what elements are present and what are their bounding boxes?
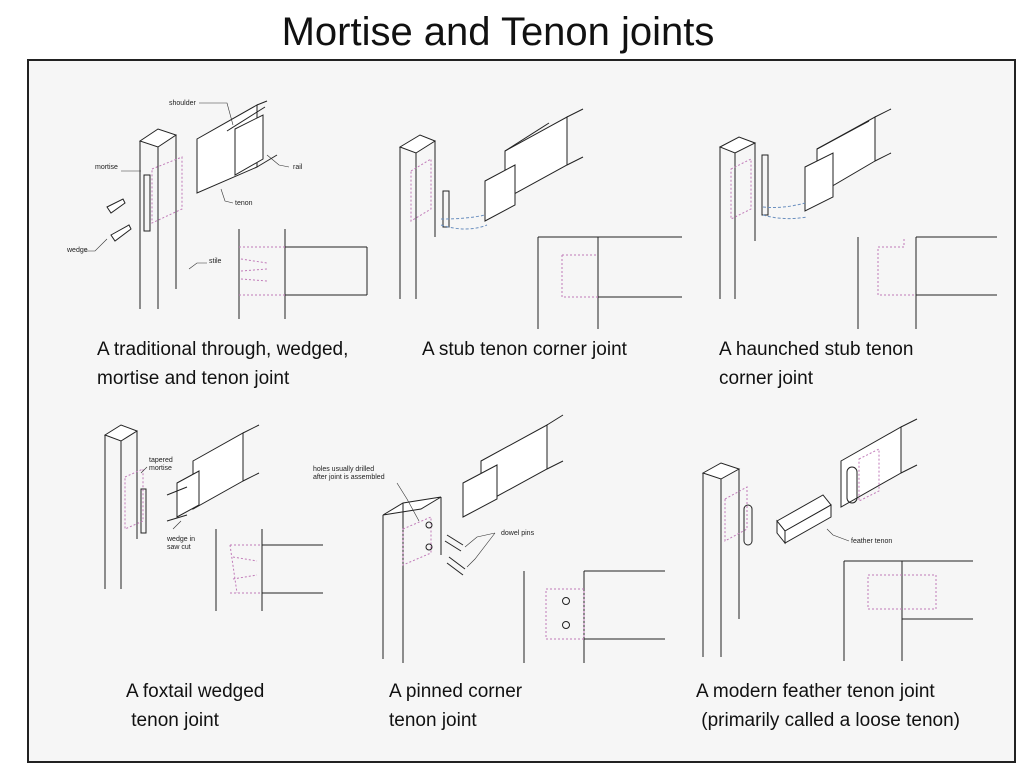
label-tapered: tapered	[149, 457, 173, 464]
stub-tenon-drawing	[398, 108, 682, 329]
label-stile: stile	[209, 258, 222, 265]
label-tapered-mortise: mortise	[149, 465, 172, 472]
label-mortise: mortise	[95, 164, 118, 171]
pinned-corner-drawing: holes usually drilled after joint is ass…	[313, 414, 665, 663]
label-wedge: wedge	[66, 247, 88, 254]
caption-pinned-corner: A pinned corner tenon joint	[389, 681, 523, 731]
label-holes-drilled: holes usually drilled	[313, 466, 374, 473]
caption-haunched-stub: A haunched stub tenon corner joint	[719, 339, 914, 389]
through-wedged-joint-drawing: shoulder mortise rail tenon wedge stile	[66, 100, 368, 319]
label-saw-cut: saw cut	[167, 544, 191, 551]
caption-foxtail-wedged: A foxtail wedged tenon joint	[126, 681, 265, 731]
page-title: Mortise and Tenon joints	[281, 10, 715, 54]
joint-illustrations: shoulder mortise rail tenon wedge stile	[66, 100, 997, 663]
label-shoulder: shoulder	[169, 100, 197, 107]
caption-through-wedged: A traditional through, wedged, mortise a…	[97, 339, 349, 389]
caption-stub-tenon: A stub tenon corner joint	[422, 339, 627, 360]
label-rail: rail	[293, 164, 303, 171]
label-tenon: tenon	[235, 200, 253, 207]
caption-feather-tenon: A modern feather tenon joint (primarily …	[696, 681, 961, 731]
label-feather-tenon: feather tenon	[851, 538, 892, 545]
foxtail-wedged-drawing: tapered mortise wedge in saw cut	[103, 424, 323, 611]
label-wedge-in: wedge in	[166, 536, 195, 543]
label-after-assembled: after joint is assembled	[313, 474, 385, 481]
feather-tenon-drawing: feather tenon	[701, 418, 973, 661]
label-dowel-pins: dowel pins	[501, 530, 535, 537]
haunched-tenon-drawing	[718, 108, 997, 329]
